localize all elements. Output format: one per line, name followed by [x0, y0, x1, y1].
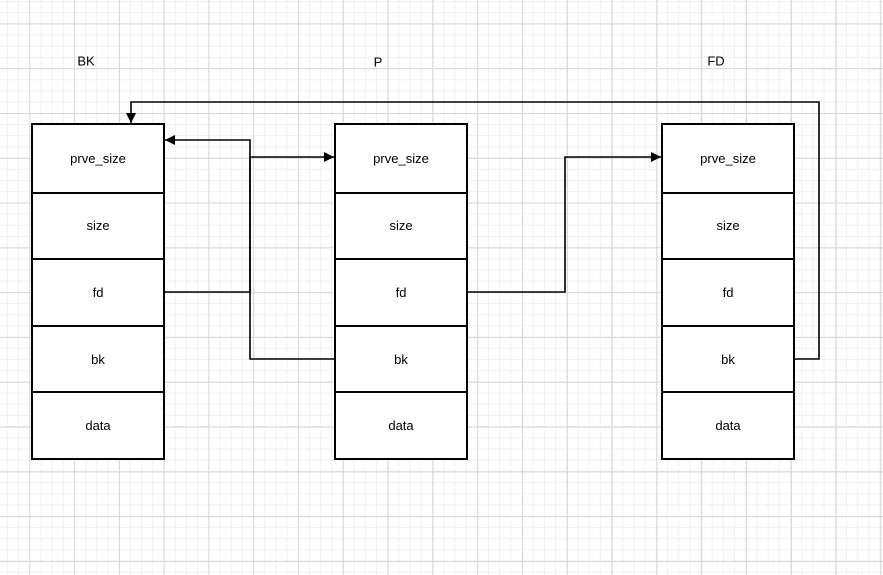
row-bk-size[interactable]: size	[33, 191, 163, 259]
row-p-prve_size[interactable]: prve_size	[373, 150, 429, 166]
row-bk-data[interactable]: data	[33, 391, 163, 458]
row-fd-prve_size[interactable]: prve_size	[700, 150, 756, 166]
row-p-data[interactable]: data	[336, 391, 466, 458]
row-fd-fd[interactable]: fd	[663, 258, 793, 325]
edge-p-fd-to-fd[interactable]	[468, 152, 661, 293]
row-fd-bk[interactable]: bk	[663, 324, 793, 392]
edge-fd-bk-to-bk-top[interactable]	[126, 101, 820, 360]
node-label-p[interactable]: P	[373, 54, 383, 70]
row-bk-prve_size[interactable]: prve_size	[70, 150, 126, 166]
row-p-fd[interactable]: fd	[336, 258, 466, 325]
row-p-bk[interactable]: bk	[336, 324, 466, 392]
row-p-size[interactable]: size	[336, 191, 466, 259]
row-fd-data[interactable]: data	[663, 391, 793, 458]
row-fd-size[interactable]: size	[663, 191, 793, 259]
edge-p-bk-to-bk[interactable]	[165, 135, 334, 360]
node-label-bk[interactable]: BK	[77, 53, 95, 69]
node-label-fd[interactable]: FD	[707, 53, 725, 69]
row-bk-bk[interactable]: bk	[33, 324, 163, 392]
row-bk-fd[interactable]: fd	[33, 258, 163, 325]
